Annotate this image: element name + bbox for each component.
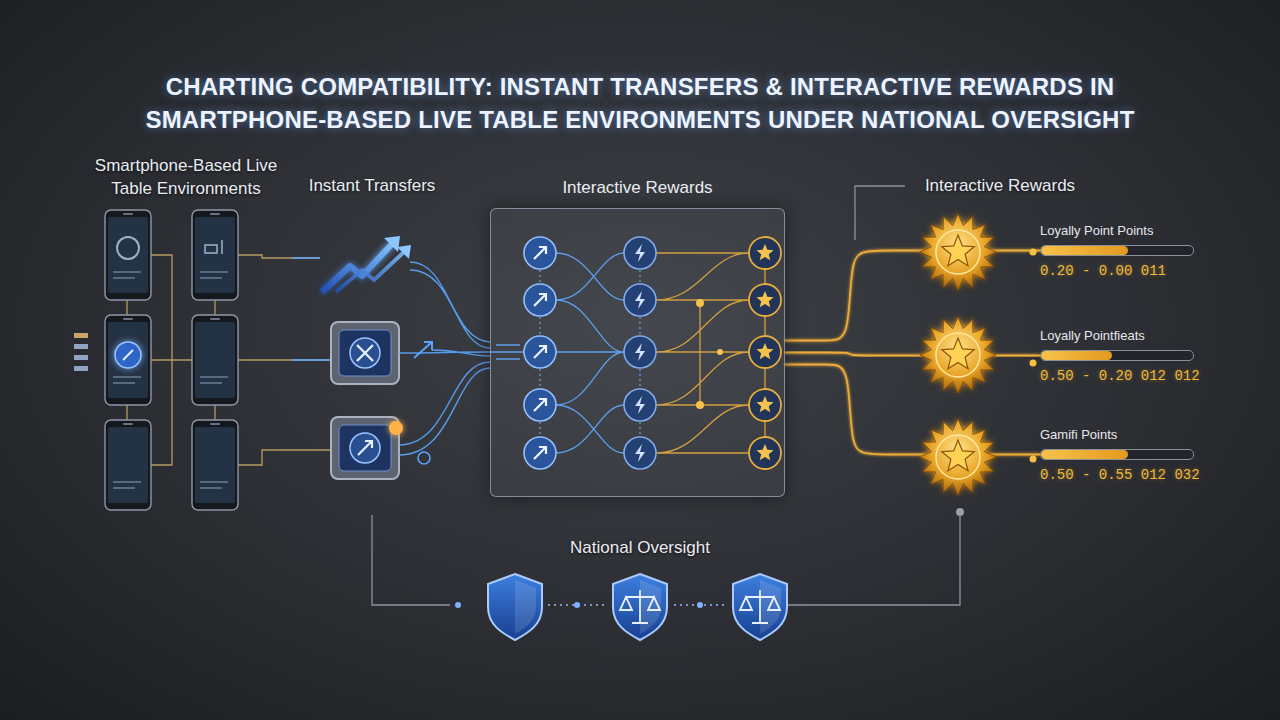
art-circle bbox=[1030, 249, 1037, 256]
reward-panel: Interactive Rewards bbox=[490, 208, 785, 497]
art-use bbox=[192, 315, 238, 405]
column-heading: Smartphone-Based Live Table Environments bbox=[81, 154, 291, 200]
art-circle bbox=[956, 508, 964, 516]
art-path bbox=[205, 240, 222, 254]
art-path bbox=[292, 258, 330, 360]
art-circle bbox=[697, 602, 703, 608]
meter-label: Loyally Pointfieats bbox=[1040, 327, 1204, 344]
art-path bbox=[620, 590, 660, 623]
meter-label: Gamifi Points bbox=[1040, 426, 1204, 443]
art-path bbox=[855, 186, 905, 240]
art-circle bbox=[117, 237, 139, 259]
reward-meter: Gamifi Points 0.50 - 0.55 012 032 bbox=[1040, 426, 1204, 484]
art-use bbox=[488, 574, 542, 640]
progress-fill bbox=[1041, 450, 1128, 459]
art-rect bbox=[339, 330, 391, 376]
oversight-row bbox=[372, 508, 964, 640]
reward-meter: Loyally Pointfieats 0.50 - 0.20 012 012 bbox=[1040, 327, 1204, 385]
art-rect bbox=[74, 333, 88, 338]
art-path bbox=[399, 262, 490, 455]
art-circle bbox=[1030, 456, 1037, 463]
art-circle bbox=[574, 602, 580, 608]
meter-value: 0.50 - 0.55 012 032 bbox=[1040, 466, 1204, 484]
progress-fill bbox=[1041, 246, 1128, 255]
art-use bbox=[192, 420, 238, 510]
transfer-icons bbox=[292, 236, 490, 479]
art-path bbox=[357, 345, 373, 361]
meter-label: Loyally Point Points bbox=[1040, 222, 1194, 239]
art-path bbox=[384, 236, 400, 252]
column-heading: Instant Transfers bbox=[272, 174, 472, 197]
art-path bbox=[336, 252, 404, 292]
reward-meter: Loyally Point Points 0.20 - 0.00 011 bbox=[1040, 222, 1194, 280]
art-use bbox=[920, 214, 996, 290]
art-use bbox=[192, 210, 238, 300]
art-rect bbox=[339, 425, 391, 471]
art-circle bbox=[389, 421, 403, 435]
art-rect bbox=[74, 344, 88, 349]
art-circle bbox=[455, 602, 461, 608]
art-g bbox=[785, 251, 1040, 455]
art-path bbox=[358, 441, 372, 455]
meter-value: 0.50 - 0.20 012 012 bbox=[1040, 367, 1204, 385]
progress-fill bbox=[1041, 351, 1112, 360]
art-rect bbox=[331, 322, 399, 384]
art-circle bbox=[1030, 360, 1037, 367]
art-path bbox=[397, 245, 411, 259]
art-use bbox=[733, 574, 787, 640]
art-path bbox=[414, 342, 432, 358]
art-use bbox=[613, 574, 667, 640]
art-use bbox=[105, 210, 151, 300]
phone-group bbox=[74, 210, 330, 510]
art-path bbox=[740, 590, 780, 623]
art-path bbox=[123, 350, 133, 360]
art-use bbox=[105, 420, 151, 510]
art-circle bbox=[350, 338, 380, 368]
art-circle bbox=[350, 433, 380, 463]
art-use bbox=[920, 317, 996, 393]
art-path bbox=[322, 244, 392, 292]
reward-connector bbox=[785, 251, 1040, 341]
meter-value: 0.20 - 0.00 011 bbox=[1040, 262, 1194, 280]
reward-connector bbox=[785, 365, 1040, 455]
art-rect bbox=[74, 355, 88, 360]
art-circle bbox=[115, 342, 141, 368]
art-circle bbox=[418, 452, 430, 464]
art-rect bbox=[74, 366, 88, 371]
art-use bbox=[920, 419, 996, 495]
diagram-title: CHARTING COMPATIBILITY: INSTANT TRANSFER… bbox=[90, 70, 1190, 136]
panel-heading: Interactive Rewards bbox=[491, 176, 784, 199]
reward-badges bbox=[855, 186, 1037, 495]
progress-bar bbox=[1040, 245, 1194, 256]
section-heading: National Oversight bbox=[520, 536, 760, 559]
progress-bar bbox=[1040, 449, 1194, 460]
reward-connector bbox=[785, 353, 1040, 356]
art-use bbox=[105, 315, 151, 405]
progress-bar bbox=[1040, 350, 1194, 361]
art-rect bbox=[331, 417, 399, 479]
column-heading: Interactive Rewards bbox=[900, 174, 1100, 197]
